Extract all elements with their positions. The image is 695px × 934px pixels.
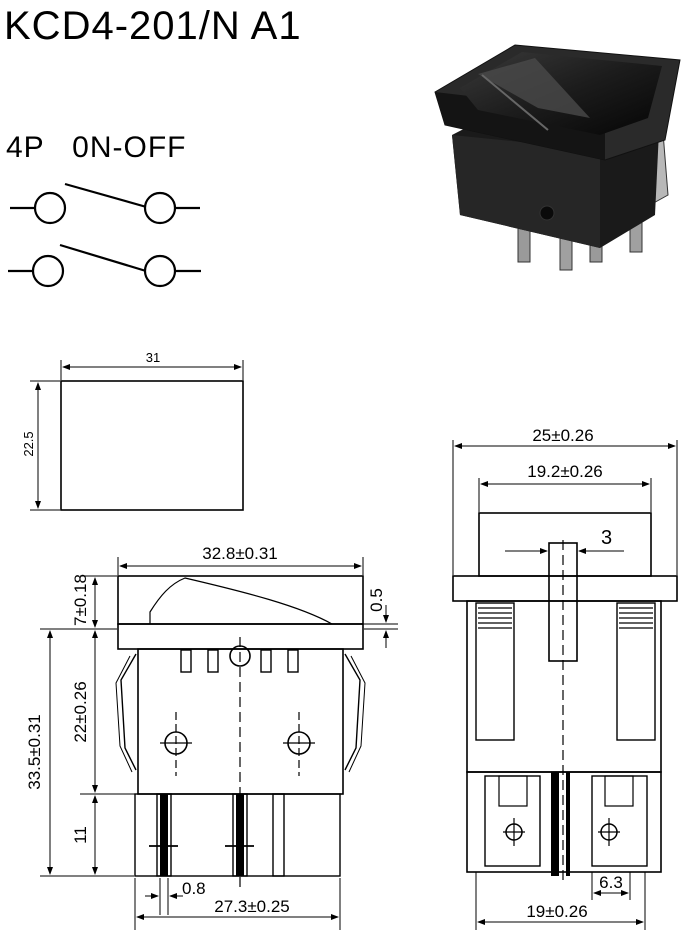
front-view [115, 575, 366, 890]
terminal-thickness-label: 0.8 [182, 879, 206, 898]
cap-height-label: 7±0.18 [71, 574, 90, 626]
panel-cutout [30, 360, 244, 511]
terminal-width-label: 6.3 [599, 873, 623, 892]
center-slot-label: 3 [601, 527, 612, 549]
side-inner-width-label: 19.2±0.26 [527, 462, 603, 481]
terminal-length-label: 11 [71, 826, 90, 844]
cutout-width-label: 31 [146, 350, 160, 365]
product-photo [434, 44, 681, 271]
frame-height-label: 22±0.26 [71, 681, 90, 742]
total-height-label: 33.5±0.31 [25, 714, 44, 790]
circuit-label: 4P 0N-OFF [6, 131, 187, 164]
body-width-label: 32.8±0.31 [202, 544, 278, 563]
side-width-label: 25±0.26 [532, 426, 593, 445]
side-view-dimensions [452, 440, 678, 930]
side-terminal-span-label: 19±0.26 [526, 902, 587, 921]
cap-gap-label: 0.5 [367, 588, 386, 612]
terminal-span-label: 27.3±0.25 [214, 897, 290, 916]
side-view [452, 512, 678, 880]
product-title: KCD4-201/N A1 [4, 4, 302, 48]
front-view-dimensions [40, 557, 398, 930]
circuit-schematic [8, 182, 201, 288]
cutout-height-label: 22.5 [21, 431, 36, 456]
